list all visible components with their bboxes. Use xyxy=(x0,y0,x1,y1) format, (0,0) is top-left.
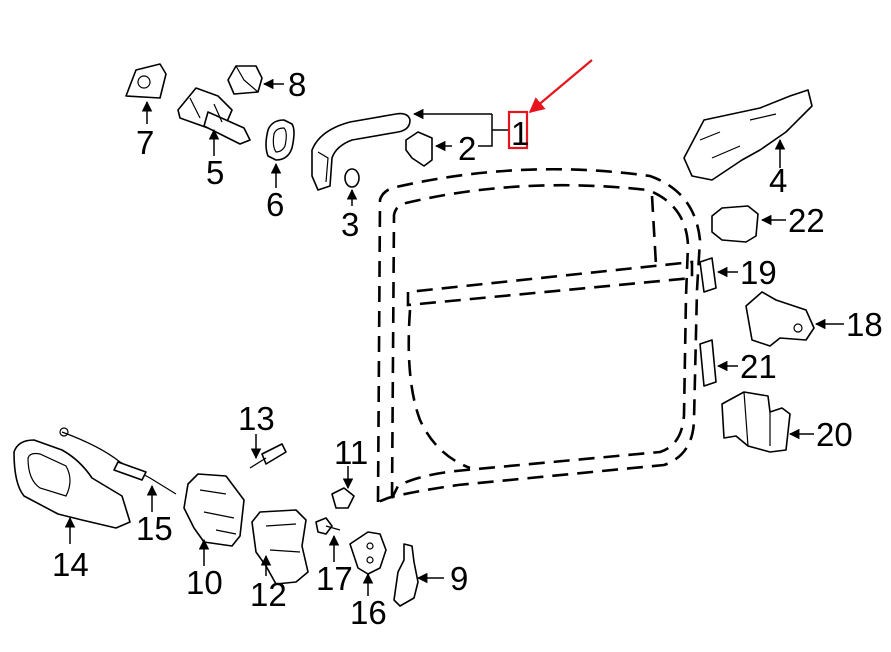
callout-14: 14 xyxy=(52,546,89,583)
part-5-lock-cylinder xyxy=(177,87,251,145)
callout-labels: 1 2 3 4 5 6 7 8 9 10 11 12 13 14 15 16 1… xyxy=(52,66,883,631)
part-16-striker xyxy=(349,531,387,575)
callout-6: 6 xyxy=(266,186,284,223)
callout-10: 10 xyxy=(186,564,223,601)
callout-21: 21 xyxy=(740,348,777,385)
callout-7: 7 xyxy=(136,124,154,161)
part-3-seal xyxy=(344,168,360,188)
part-1-outside-handle xyxy=(311,112,411,191)
part-19-pad xyxy=(699,257,717,293)
part-6-gasket xyxy=(265,119,295,161)
part-20-hinge xyxy=(721,391,791,453)
callout-15: 15 xyxy=(136,510,173,547)
callout-4: 4 xyxy=(769,162,787,199)
part-4-bracket xyxy=(683,89,813,181)
callout-5: 5 xyxy=(206,154,224,191)
part-10-latch xyxy=(183,473,245,547)
callout-22: 22 xyxy=(788,202,825,239)
part-7-cap xyxy=(125,63,167,99)
callout-1: 1 xyxy=(511,115,529,152)
part-13-clip xyxy=(249,443,287,469)
callout-19: 19 xyxy=(740,254,777,291)
part-17-screw xyxy=(315,517,341,535)
part-9-guard xyxy=(393,543,419,607)
callout-17: 17 xyxy=(316,560,353,597)
highlight-box xyxy=(507,110,529,150)
callout-2: 2 xyxy=(458,130,476,167)
callout-11: 11 xyxy=(334,434,368,471)
highlight-arrow xyxy=(528,59,593,113)
part-11-bolt xyxy=(331,487,355,509)
callout-9: 9 xyxy=(450,560,468,597)
part-12-cover xyxy=(251,509,309,585)
callout-18: 18 xyxy=(846,306,883,343)
part-8-cover xyxy=(227,65,263,95)
callout-8: 8 xyxy=(288,66,306,103)
door-outline xyxy=(376,167,702,504)
part-18-hinge xyxy=(745,291,815,347)
part-15-cable xyxy=(59,427,177,495)
callout-20: 20 xyxy=(816,416,853,453)
callout-3: 3 xyxy=(341,206,359,243)
callout-13: 13 xyxy=(238,400,275,437)
part-21-pad xyxy=(699,339,717,387)
highlight-marker xyxy=(507,59,593,150)
callout-12: 12 xyxy=(250,576,287,613)
part-2-bezel xyxy=(405,131,433,167)
leader-lines xyxy=(64,78,844,596)
part-22-clip xyxy=(711,205,759,243)
callout-16: 16 xyxy=(350,594,387,631)
part-14-inside-handle xyxy=(13,439,131,529)
